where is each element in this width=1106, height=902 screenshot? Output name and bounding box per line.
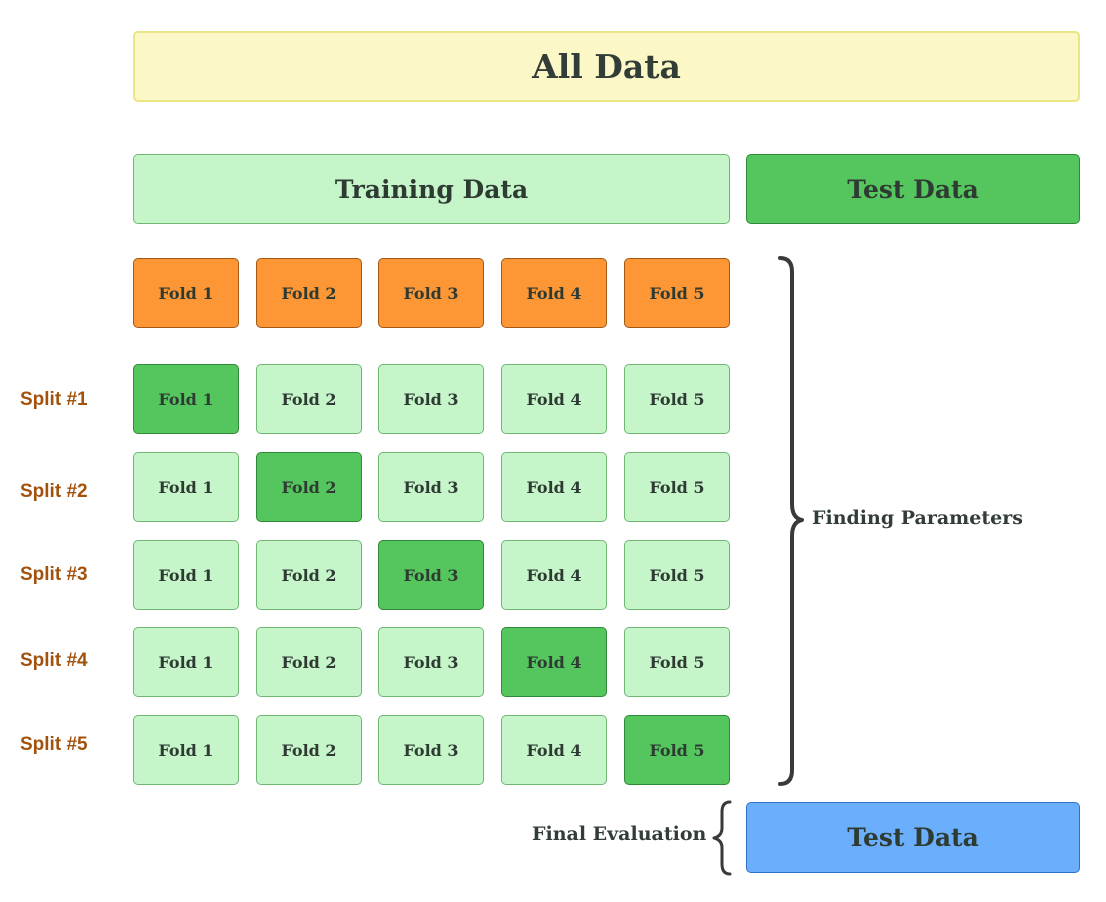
fold-label: Fold 2 [281,389,337,409]
split-4-fold-5: Fold 5 [624,627,730,697]
split-3-fold-3: Fold 3 [378,540,484,610]
fold-label: Fold 4 [526,565,582,585]
all-data-label: All Data [532,47,681,86]
split-3-fold-5: Fold 5 [624,540,730,610]
fold-header-5: Fold 5 [624,258,730,328]
split-label-3: Split #3 [20,564,88,585]
fold-label: Fold 2 [281,565,337,585]
split-1-fold-2: Fold 2 [256,364,362,434]
split-5-fold-2: Fold 2 [256,715,362,785]
fold-label: Fold 4 [526,389,582,409]
split-2-fold-4: Fold 4 [501,452,607,522]
fold-label: Fold 2 [281,740,337,760]
split-2-fold-1: Fold 1 [133,452,239,522]
all-data-box: All Data [133,31,1080,102]
split-2-fold-5: Fold 5 [624,452,730,522]
split-5-fold-1: Fold 1 [133,715,239,785]
fold-label: Fold 3 [403,652,459,672]
training-data-box: Training Data [133,154,730,224]
fold-header-1: Fold 1 [133,258,239,328]
split-5-fold-3: Fold 3 [378,715,484,785]
fold-label: Fold 1 [158,283,214,303]
fold-label: Fold 1 [158,389,214,409]
split-label-2: Split #2 [20,481,88,502]
split-1-fold-1: Fold 1 [133,364,239,434]
fold-label: Fold 1 [158,652,214,672]
fold-label: Fold 5 [649,565,705,585]
split-3-fold-4: Fold 4 [501,540,607,610]
fold-header-3: Fold 3 [378,258,484,328]
final-test-data-box: Test Data [746,802,1080,873]
test-data-label: Test Data [847,174,979,204]
fold-label: Fold 2 [281,477,337,497]
split-label-1: Split #1 [20,389,88,410]
fold-label: Fold 2 [281,652,337,672]
fold-label: Fold 2 [281,283,337,303]
training-data-label: Training Data [334,174,529,204]
split-2-fold-2: Fold 2 [256,452,362,522]
fold-label: Fold 5 [649,740,705,760]
split-4-fold-4: Fold 4 [501,627,607,697]
fold-label: Fold 1 [158,477,214,497]
fold-label: Fold 4 [526,477,582,497]
fold-label: Fold 1 [158,565,214,585]
split-4-fold-3: Fold 3 [378,627,484,697]
split-5-fold-5: Fold 5 [624,715,730,785]
split-4-fold-1: Fold 1 [133,627,239,697]
fold-label: Fold 5 [649,283,705,303]
split-label-5: Split #5 [20,734,88,755]
fold-label: Fold 1 [158,740,214,760]
final-test-data-label: Test Data [847,823,979,852]
fold-label: Fold 4 [526,283,582,303]
fold-label: Fold 5 [649,652,705,672]
final-evaluation-label: Final Evaluation [532,823,707,845]
split-5-fold-4: Fold 4 [501,715,607,785]
fold-label: Fold 3 [403,740,459,760]
fold-label: Fold 3 [403,477,459,497]
split-3-fold-1: Fold 1 [133,540,239,610]
curly-brace-right-icon [778,256,804,786]
curly-brace-left-icon [712,800,732,876]
split-1-fold-3: Fold 3 [378,364,484,434]
fold-label: Fold 3 [403,565,459,585]
test-data-box: Test Data [746,154,1080,224]
fold-label: Fold 3 [403,283,459,303]
fold-label: Fold 4 [526,740,582,760]
split-1-fold-5: Fold 5 [624,364,730,434]
finding-parameters-label: Finding Parameters [812,507,1023,529]
split-3-fold-2: Fold 2 [256,540,362,610]
fold-label: Fold 3 [403,389,459,409]
fold-header-4: Fold 4 [501,258,607,328]
split-1-fold-4: Fold 4 [501,364,607,434]
fold-label: Fold 5 [649,389,705,409]
split-label-4: Split #4 [20,650,88,671]
fold-label: Fold 5 [649,477,705,497]
fold-header-2: Fold 2 [256,258,362,328]
split-2-fold-3: Fold 3 [378,452,484,522]
split-4-fold-2: Fold 2 [256,627,362,697]
fold-label: Fold 4 [526,652,582,672]
